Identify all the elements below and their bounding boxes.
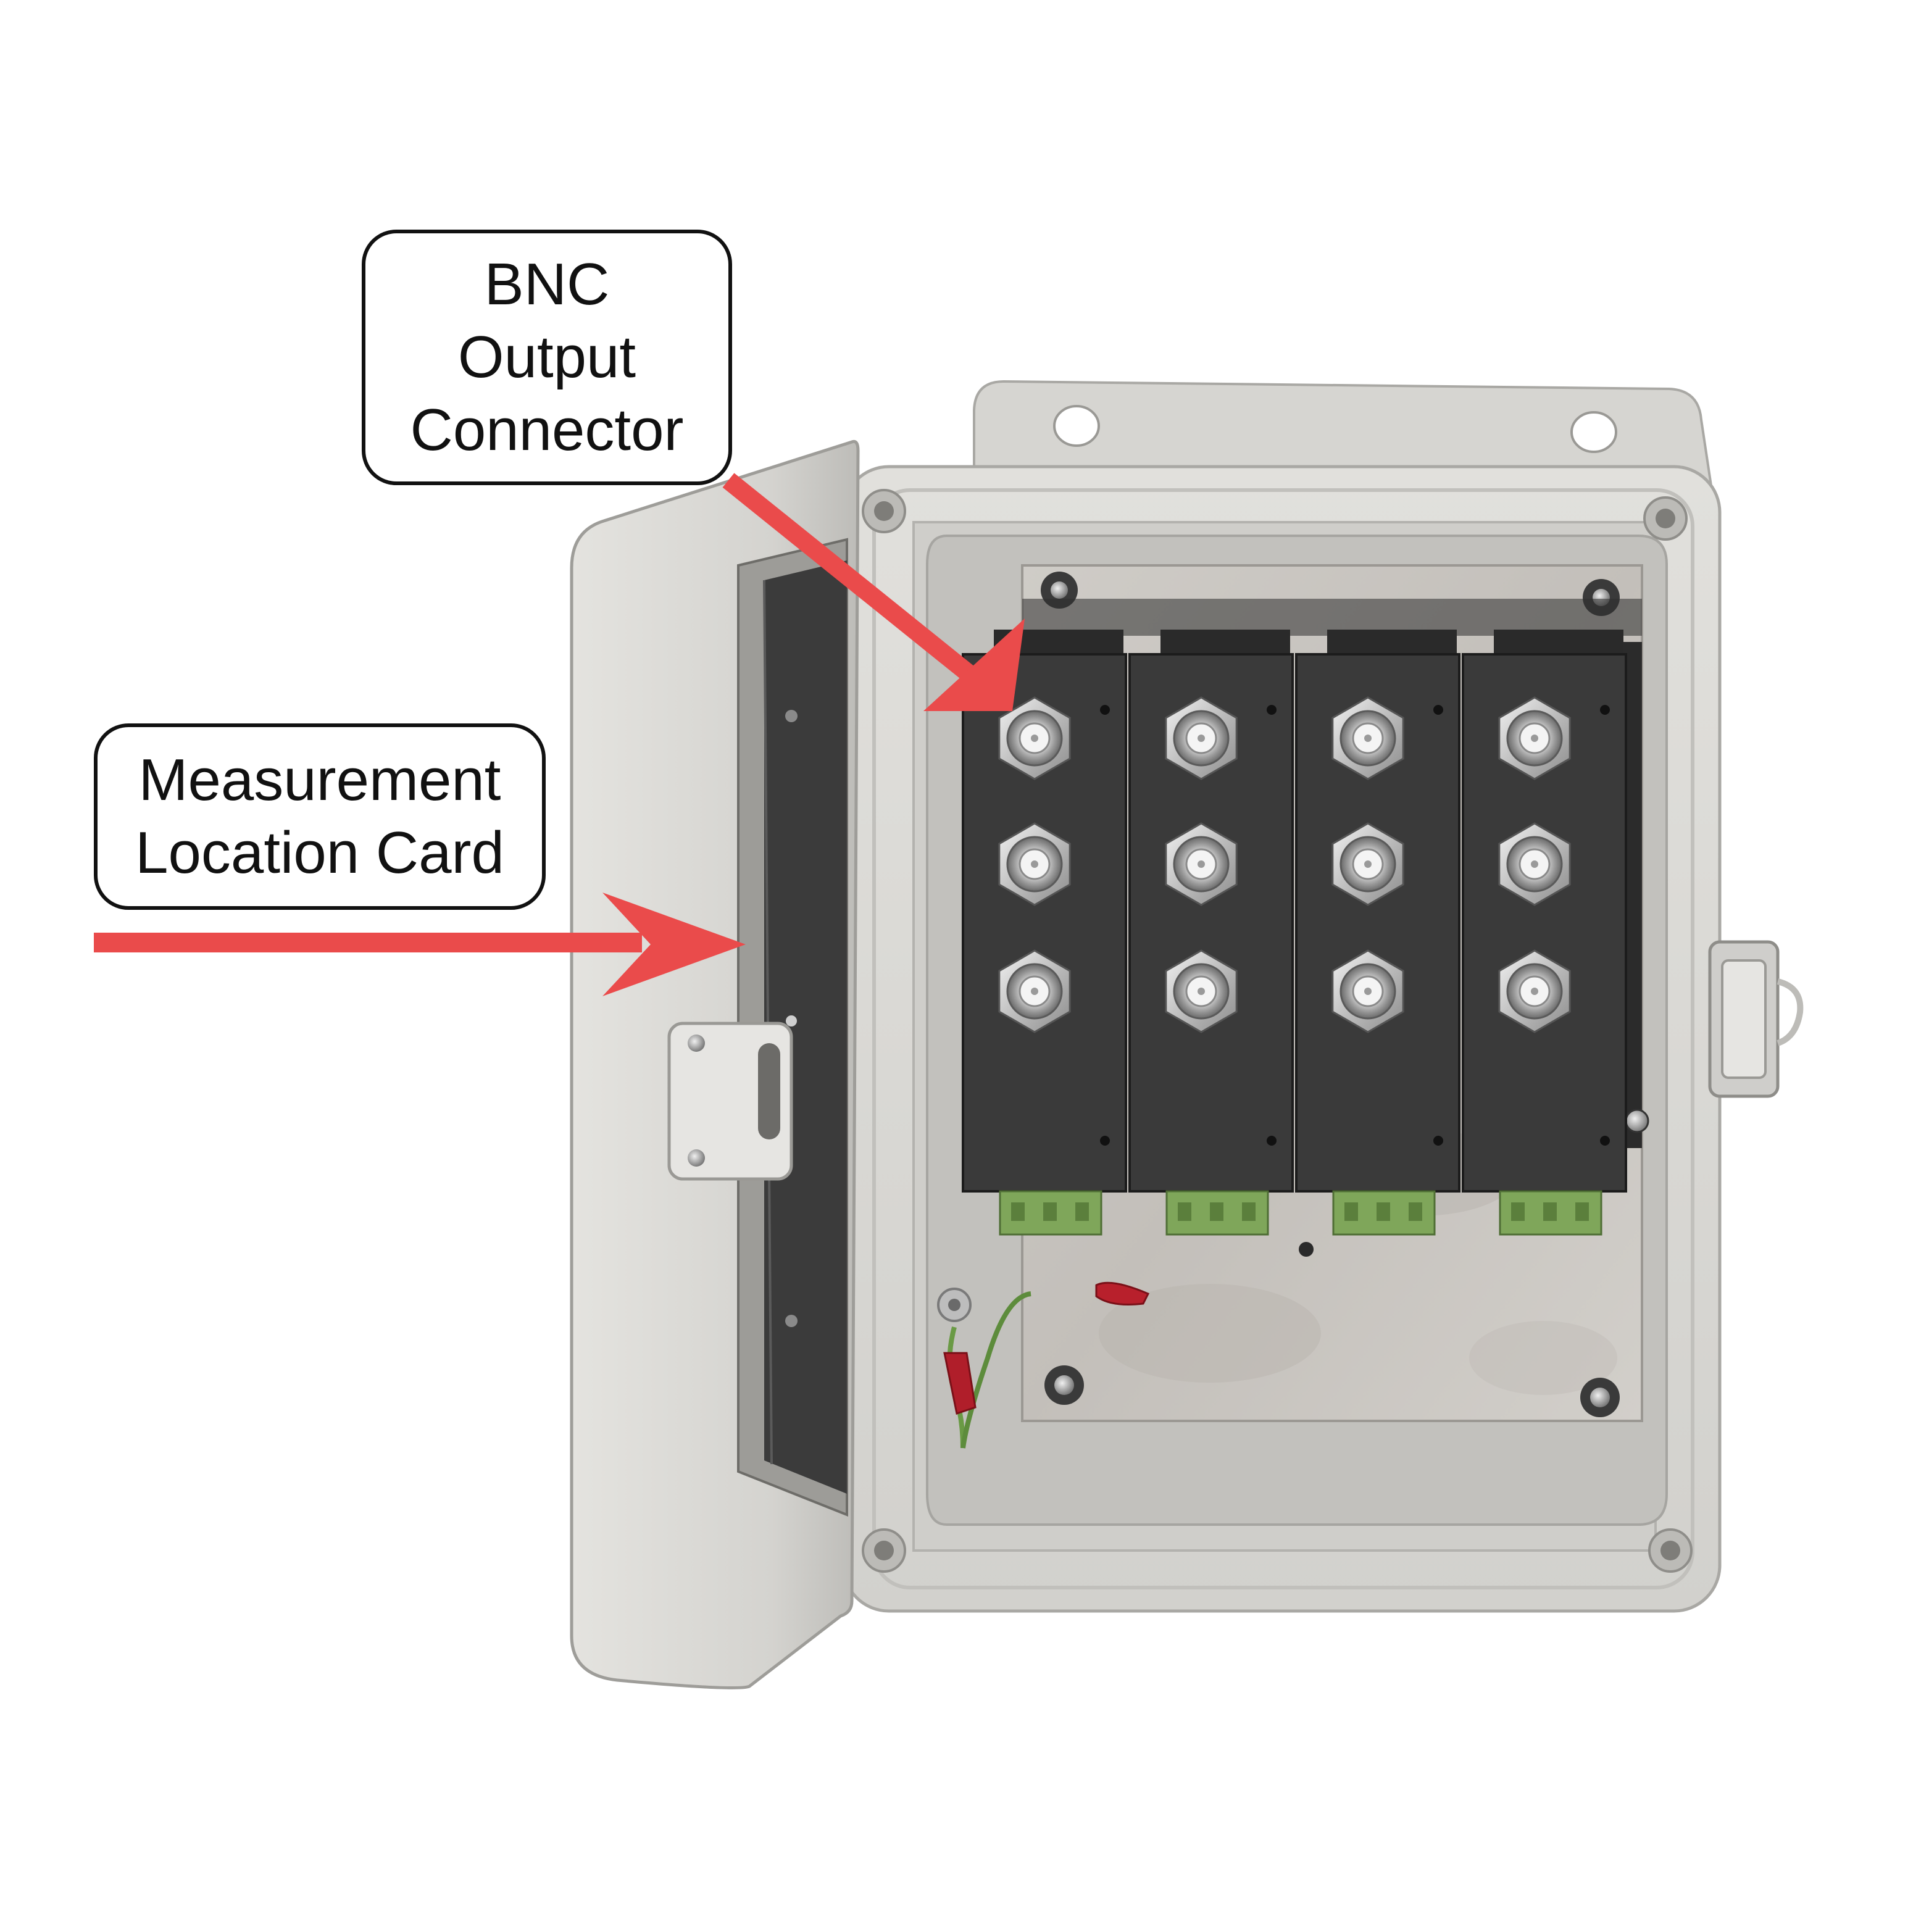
corner-screw-icon: [1648, 1528, 1693, 1573]
callout-bnc-line-3: Connector: [410, 397, 684, 463]
corner-screw-icon: [862, 1528, 906, 1573]
backplate-screw-icon: [1580, 1378, 1620, 1417]
callout-mlc-line-2: Location Card: [135, 820, 504, 886]
measurement-location-card: [962, 630, 1127, 1236]
arrow-to-card: [94, 893, 746, 996]
bnc-connector-icon: [1331, 822, 1404, 906]
bnc-connector-icon: [1165, 822, 1238, 906]
callout-mlc-line-1: Measurement: [138, 747, 501, 813]
terminal-block: [1332, 1190, 1436, 1236]
bnc-connector-icon: [1331, 949, 1404, 1033]
mount-hole-right: [1570, 411, 1617, 453]
card-rack: [962, 630, 1627, 1236]
bnc-connector-icon: [998, 949, 1071, 1033]
measurement-location-card: [1462, 630, 1627, 1236]
enclosure-lid: [570, 439, 860, 1689]
bnc-connector-icon: [1498, 696, 1571, 780]
bnc-connector-icon: [1498, 822, 1571, 906]
bnc-connector-icon: [1331, 696, 1404, 780]
callout-bnc-line-2: Output: [457, 324, 636, 390]
arrow-to-bnc: [722, 473, 1025, 711]
bnc-connector-icon: [1165, 949, 1238, 1033]
bnc-connector-icon: [1498, 949, 1571, 1033]
measurement-location-card: [1128, 630, 1294, 1236]
backplate-screw-icon: [1044, 1365, 1084, 1405]
bnc-connector-icon: [998, 822, 1071, 906]
callout-bnc-line-1: BNC: [484, 251, 610, 317]
bnc-connector-icon: [998, 696, 1071, 780]
terminal-block: [1165, 1190, 1269, 1236]
callout-measurement-location-card: Measurement Location Card: [94, 723, 546, 910]
callout-bnc-output-connector: BNC Output Connector: [362, 230, 732, 485]
rack-screw-icon: [1625, 1109, 1649, 1133]
corner-screw-icon: [862, 489, 906, 533]
measurement-location-card: [1295, 630, 1460, 1236]
mount-hole-left: [1053, 405, 1100, 447]
latch-hasp: [1708, 940, 1804, 1098]
ground-wire: [937, 1281, 1150, 1449]
annotation-arrows: [94, 473, 1025, 996]
lid-latch-keeper: [667, 1022, 793, 1181]
terminal-block: [999, 1190, 1102, 1236]
corner-screw-icon: [1643, 496, 1688, 541]
terminal-block: [1499, 1190, 1602, 1236]
bnc-connector-icon: [1165, 696, 1238, 780]
